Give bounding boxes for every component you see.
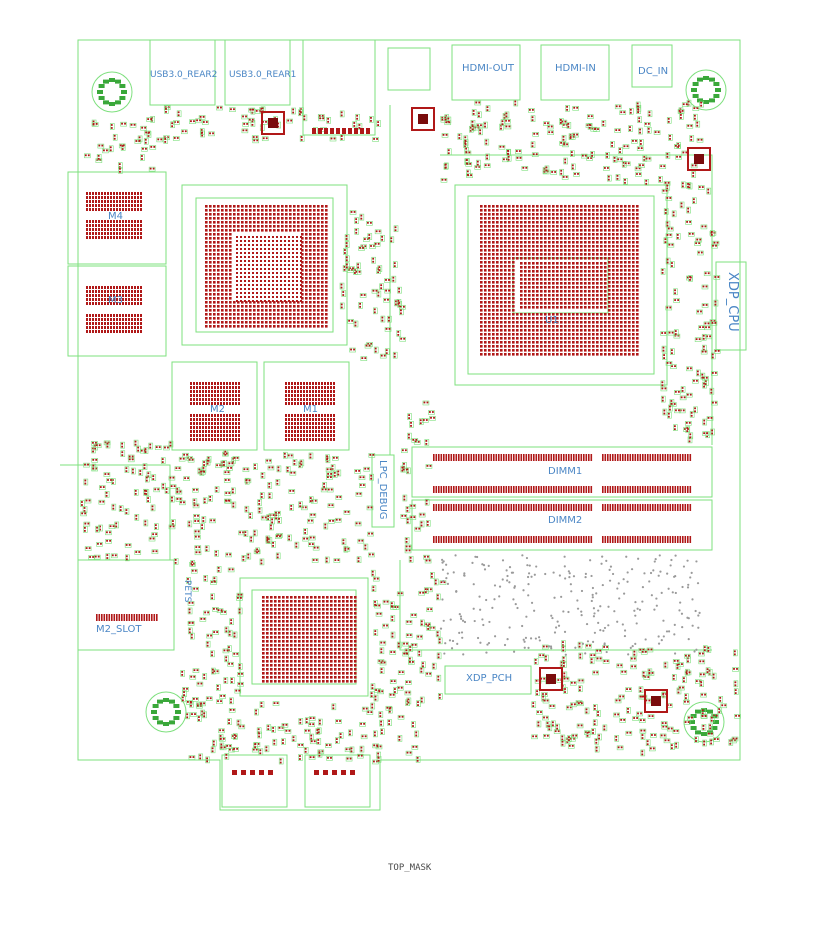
- xdp-pch-label: XDP_PCH: [466, 673, 513, 684]
- ic-right-bottom-border: [644, 689, 668, 713]
- m1-label: M1: [303, 404, 318, 415]
- usb-rear1-outline: [224, 39, 291, 106]
- dimm1-pins-b: [602, 454, 692, 461]
- cpu-socket-outline: [454, 184, 668, 386]
- ic-near-usb-border: [261, 111, 285, 135]
- ic-near-usb-center: [268, 118, 278, 128]
- usb-rear2-outline: [149, 39, 216, 106]
- usb-bottom-1-outline: [221, 754, 288, 808]
- dc-in-outline: [631, 44, 673, 88]
- usb-bottom-2-outline: [304, 754, 371, 808]
- dimm2-label: DIMM2: [548, 515, 583, 526]
- hdmi-out-label: HDMI-OUT: [462, 63, 514, 74]
- gpu-center-pads: [236, 236, 302, 302]
- m2-slot-pins: [96, 614, 158, 621]
- m2-outline: [171, 361, 258, 451]
- hdmi-in-outline: [540, 44, 610, 101]
- ic-near-audio-center: [418, 114, 428, 124]
- audio-outline: [387, 47, 431, 91]
- pad-layer: [80, 69, 741, 775]
- usb-rear1-label: USB3.0_REAR1: [229, 70, 297, 80]
- board-outline: [77, 39, 741, 811]
- m4-label: M4: [108, 211, 123, 222]
- usb-rear2-label: USB3.0_REAR2: [150, 70, 218, 80]
- dimm2-pins-d: [602, 536, 692, 543]
- cpu-center-pads: [520, 262, 607, 309]
- passive-components: [80, 99, 741, 765]
- cpu-socket-pads: [480, 205, 639, 356]
- lpc-debug-outline: [371, 454, 395, 528]
- m3-label: M3: [108, 295, 123, 306]
- m3-outline: [67, 265, 167, 357]
- m2-pads: [190, 382, 240, 441]
- pch-bga-pads: [262, 596, 357, 683]
- pets-label: PETS: [182, 580, 192, 603]
- dimm2-pins-a: [433, 504, 593, 511]
- pch-outline: [239, 577, 369, 697]
- mounting-hole-pads-3: [151, 698, 181, 726]
- dimm1-pins-c: [433, 486, 593, 493]
- m4-pads: [86, 192, 142, 239]
- dimm2-pins-c: [433, 536, 593, 543]
- lan-outline: [302, 39, 376, 136]
- m3-pads: [86, 286, 142, 333]
- xdp-pch-outline: [444, 665, 532, 695]
- m2-slot-label: M2_SLOT: [96, 624, 142, 635]
- m2-slot-outline: [77, 559, 175, 651]
- ic-near-dc-center: [694, 154, 704, 164]
- mounting-hole-3: [145, 691, 187, 733]
- xdp-cpu-label: XDP_CPU: [725, 272, 740, 332]
- u1-label: U1: [545, 315, 559, 326]
- via-field: [439, 554, 701, 656]
- mounting-hole-1: [91, 71, 133, 113]
- m1-pads: [285, 382, 335, 441]
- dimm1-pins-d: [602, 486, 692, 493]
- dimm1-outline: [411, 446, 713, 498]
- hdmi-in-label: HDMI-IN: [555, 63, 596, 74]
- ic-near-xdp-border: [539, 667, 563, 691]
- layer-name-label: TOP_MASK: [388, 863, 432, 873]
- ic-near-dc-border: [687, 147, 711, 171]
- dimm2-pins-b: [602, 504, 692, 511]
- lpc-debug-label: LPC_DEBUG: [377, 460, 388, 520]
- ic-near-xdp-center: [546, 674, 556, 684]
- m4-outline: [67, 171, 167, 265]
- gpu-bga-pads: [205, 205, 328, 328]
- dimm2-outline: [411, 499, 713, 551]
- ic-right-bottom-center: [651, 696, 661, 706]
- m2-label: M2: [210, 404, 225, 415]
- dc-in-label: DC_IN: [638, 66, 669, 77]
- hdmi-out-outline: [451, 44, 521, 101]
- mounting-hole-pads-2: [691, 76, 721, 104]
- mounting-hole-2: [685, 69, 727, 111]
- ic-near-audio-border: [411, 107, 435, 131]
- m1-outline: [263, 361, 350, 451]
- dimm1-label: DIMM1: [548, 466, 583, 477]
- mounting-hole-pads-1: [97, 78, 127, 106]
- dimm1-pins-a: [433, 454, 593, 461]
